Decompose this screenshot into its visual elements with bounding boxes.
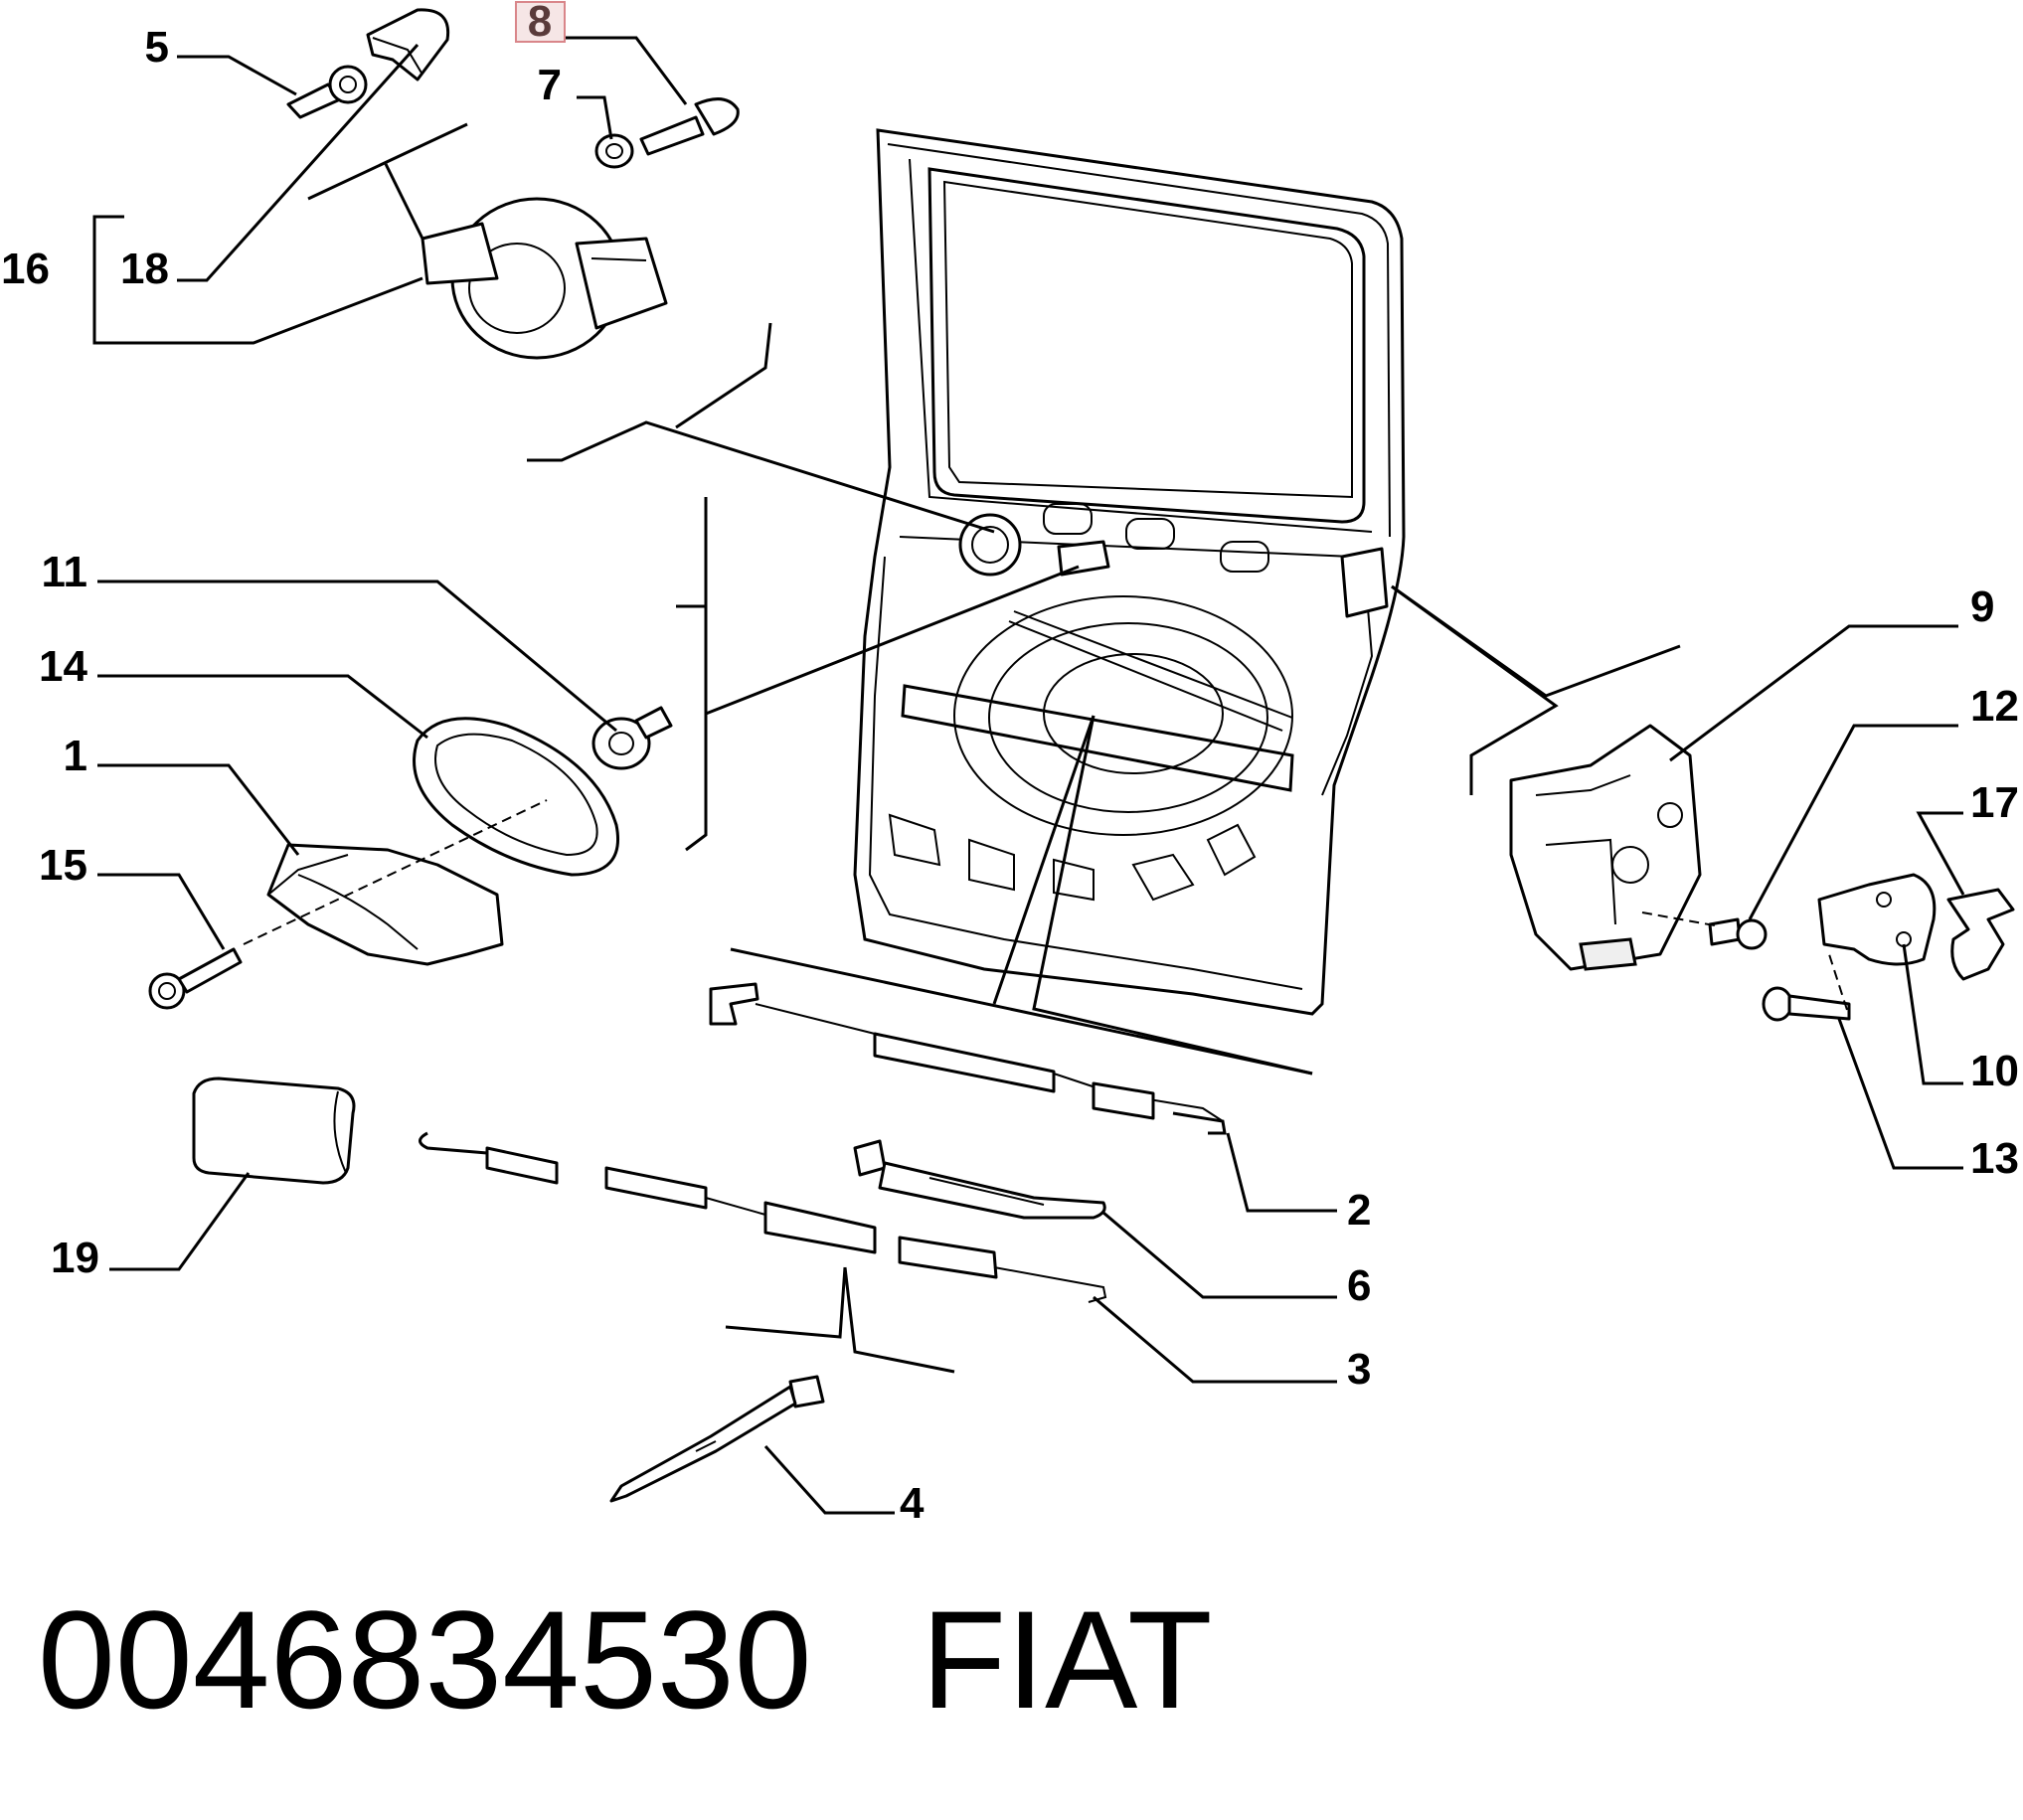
part-4-cable-tie	[609, 1375, 825, 1503]
part-19-pad	[192, 1076, 356, 1185]
callout-8: 8	[528, 0, 552, 46]
part-8-bolt	[639, 97, 740, 156]
rear-door-frame	[853, 128, 1406, 1016]
part-13-screw	[1762, 986, 1851, 1022]
part-18-clip	[366, 8, 450, 82]
part-12-screw	[1708, 917, 1768, 950]
part-6-strap	[853, 1139, 1106, 1220]
part-1-inner-handle	[266, 843, 504, 966]
part-17-shim	[1946, 888, 2015, 981]
part-15-screw	[148, 947, 243, 1010]
part-3-cable	[419, 1131, 1107, 1303]
callout-11: 11	[41, 548, 87, 596]
callout-17: 17	[1970, 778, 2019, 827]
part-11-grommet	[591, 706, 673, 770]
part-2-cable	[709, 982, 1227, 1135]
part-5-screw	[286, 65, 368, 119]
part-14-handle-bezel	[413, 717, 619, 877]
callout-10: 10	[1970, 1047, 2019, 1095]
callout-7: 7	[538, 61, 562, 109]
callout-4: 4	[900, 1479, 925, 1528]
callout-19: 19	[51, 1234, 99, 1282]
callout-5: 5	[145, 23, 169, 72]
callout-12: 12	[1970, 682, 2019, 731]
callout-6: 6	[1347, 1261, 1371, 1310]
callout-15: 15	[39, 841, 87, 890]
callout-1: 1	[64, 732, 87, 780]
part-7-snap-ring	[594, 133, 634, 169]
footer-caption: 0046834530 FIAT	[38, 1590, 1213, 1739]
callout-labels: 8 5 7 16 18 11 14 1 15 19 9 12 17 10 13 …	[1, 0, 2019, 1528]
part-number: 0046834530	[38, 1581, 812, 1737]
part-9-door-lock	[1509, 724, 1702, 971]
callout-8-highlight	[515, 1, 566, 43]
callout-16: 16	[1, 245, 50, 293]
brand-name: FIAT	[921, 1581, 1213, 1737]
assembly-axis-lines	[243, 799, 1848, 1011]
callout-3: 3	[1347, 1345, 1371, 1394]
callout-14: 14	[39, 642, 87, 691]
callout-13: 13	[1970, 1134, 2019, 1183]
callout-2: 2	[1347, 1186, 1371, 1235]
leader-lines	[92, 36, 1965, 1515]
part-16-handle-assembly	[421, 197, 668, 360]
part-10-striker	[1817, 873, 1937, 966]
callout-18: 18	[120, 245, 169, 293]
callout-9: 9	[1970, 582, 1994, 631]
